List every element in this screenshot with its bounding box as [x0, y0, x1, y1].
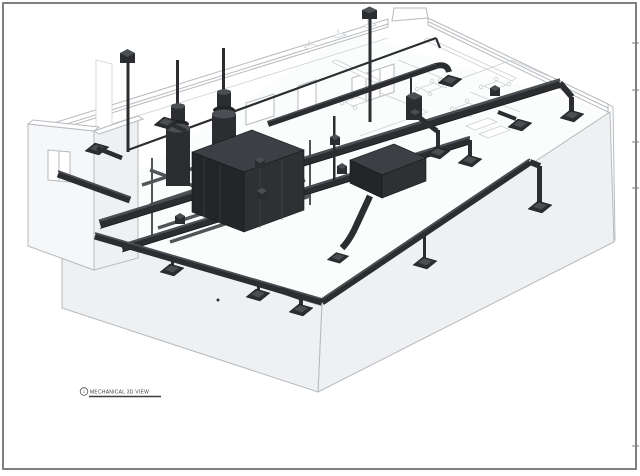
vent-pipe-left — [126, 62, 130, 152]
floor-plane — [62, 32, 610, 302]
rooftop-unit — [349, 143, 427, 199]
air-handling-unit — [191, 129, 305, 233]
back-wall-window-small — [245, 93, 275, 126]
round-duct-elbow — [435, 62, 452, 73]
wing-front-face — [27, 123, 95, 271]
diffuser-drops — [84, 74, 585, 317]
view-number: 1 — [83, 389, 86, 394]
s-curve-drop — [339, 194, 373, 251]
furniture — [339, 76, 512, 139]
roof-notch — [391, 7, 429, 22]
vent-pipe-mid — [333, 116, 336, 186]
vent-pipe-right — [368, 18, 372, 122]
border-tick-marks — [632, 42, 639, 447]
small-dot — [216, 298, 220, 302]
left-feed-duct — [56, 170, 132, 204]
view-number-bubble — [79, 387, 89, 396]
supply-trunk-upper — [98, 78, 562, 229]
view-title-text: MECHANICAL 3D VIEW — [90, 390, 149, 396]
view-title: 1 MECHANICAL 3D VIEW — [79, 387, 161, 398]
cabinet-glyph — [464, 117, 499, 131]
cabinet-glyph — [477, 125, 512, 139]
small-dot — [361, 211, 365, 215]
vent-pipes — [120, 6, 377, 186]
round-duct-run — [267, 63, 437, 127]
sheet-border — [2, 2, 639, 470]
